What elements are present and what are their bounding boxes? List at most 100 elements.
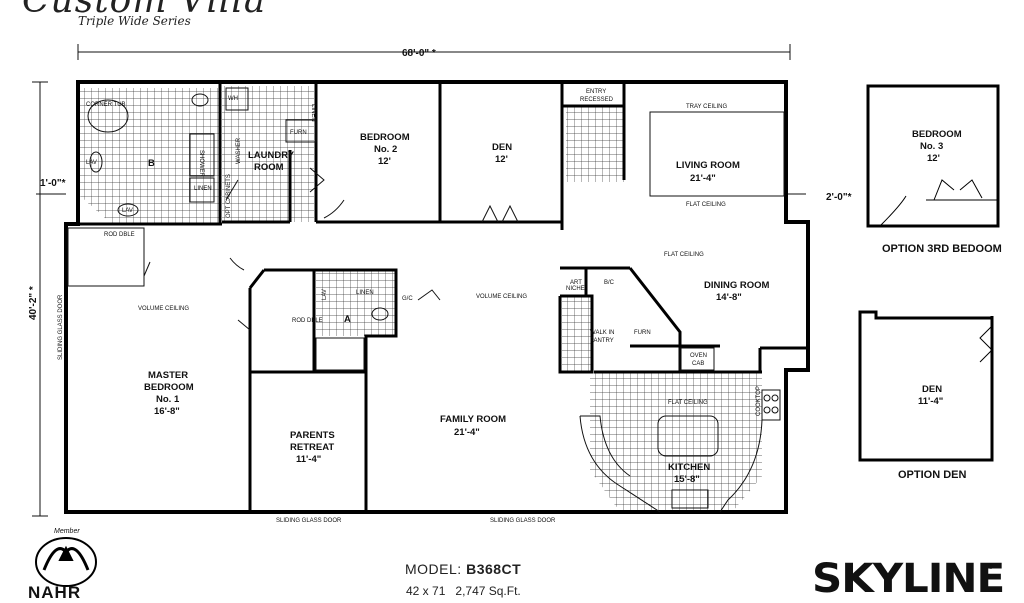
entry-recessed-label: RECESSED bbox=[580, 97, 614, 103]
cooktop-label: COOKTOP bbox=[756, 386, 762, 416]
nahr-logo-text: NAHR bbox=[28, 583, 82, 602]
master-number: No. 1 bbox=[156, 394, 180, 405]
laundry-linen: LINEN bbox=[310, 104, 316, 122]
family-sliding-door: SLIDING GLASS DOOR bbox=[490, 518, 556, 524]
bc-label: B/C bbox=[604, 280, 615, 286]
tiled-floors bbox=[80, 86, 762, 512]
family-room-size: 21'-4" bbox=[454, 427, 480, 438]
bath-a-letter: A bbox=[344, 314, 351, 325]
bath-a-linen: LINEN bbox=[356, 290, 374, 296]
master-volume-ceiling: VOLUME CEILING bbox=[138, 306, 189, 312]
option-bedroom-3-number: No. 3 bbox=[920, 141, 943, 152]
art-niche-label-2: NICHE bbox=[566, 286, 585, 292]
option-bedroom-3-caption: OPTION 3RD BEDOOM bbox=[882, 243, 1002, 255]
square-footage: 2,747 Sq.Ft. bbox=[455, 584, 521, 598]
option-bedroom-3-size: 12' bbox=[927, 153, 940, 164]
retreat-name: PARENTS bbox=[290, 430, 335, 441]
option-den-caption: OPTION DEN bbox=[898, 469, 967, 481]
master-name: MASTER bbox=[148, 370, 188, 381]
corner-tub-label: CORNER TUB bbox=[86, 102, 126, 108]
left-offset-dimension: 1'-0"* bbox=[40, 178, 66, 189]
retreat-size: 11'-4" bbox=[296, 454, 321, 465]
kitchen-furn-label: FURN bbox=[634, 330, 651, 336]
dining-room-name: DINING ROOM bbox=[704, 280, 770, 291]
detail-lines bbox=[67, 87, 785, 513]
model-number: B368CT bbox=[466, 561, 522, 577]
model-label: MODEL: bbox=[405, 561, 462, 577]
kitchen-tile bbox=[590, 372, 762, 512]
bath-b-tile bbox=[80, 88, 220, 224]
bedroom-2-size: 12' bbox=[378, 156, 391, 167]
master-sliding-door: SLIDING GLASS DOOR bbox=[58, 294, 64, 360]
doors bbox=[143, 167, 519, 331]
laundry-tile bbox=[222, 86, 314, 222]
family-volume-ceiling: VOLUME CEILING bbox=[476, 294, 527, 300]
art-niche-label: ART bbox=[570, 280, 582, 286]
corner-tub bbox=[87, 99, 129, 133]
laundry-name: LAUNDRY bbox=[248, 150, 295, 161]
kitchen-flat-ceiling: FLAT CEILING bbox=[668, 400, 708, 406]
retreat-sliding-door: SLIDING GLASS DOOR bbox=[276, 518, 342, 524]
registered-mark: ® bbox=[988, 564, 994, 571]
master-size: 16'-8" bbox=[154, 406, 180, 417]
bath-b-letter: B bbox=[148, 158, 155, 169]
dining-flat-ceiling: FLAT CEILING bbox=[664, 252, 704, 258]
series-subtitle: Triple Wide Series bbox=[78, 14, 191, 28]
pantry-tile bbox=[562, 296, 592, 372]
bedroom-2-number: No. 2 bbox=[374, 144, 397, 155]
option-den-size: 11'-4" bbox=[918, 396, 943, 407]
master-name-2: BEDROOM bbox=[144, 382, 194, 393]
right-offset-dimension: 2'-0"* bbox=[826, 192, 852, 203]
overall-depth: 40'-2" * bbox=[28, 286, 39, 320]
entry-label: ENTRY bbox=[586, 89, 606, 95]
bedroom-2-name: BEDROOM bbox=[360, 132, 410, 143]
member-label: Member bbox=[54, 528, 80, 535]
dimension-lines bbox=[32, 44, 806, 517]
spec-line: 42 x 71 2,747 Sq.Ft. bbox=[406, 584, 521, 598]
laundry-name-2: ROOM bbox=[254, 162, 284, 173]
oven-cab-label: CAB bbox=[692, 361, 704, 367]
tub-a bbox=[315, 337, 365, 371]
living-flat-ceiling: FLAT CEILING bbox=[686, 202, 726, 208]
washer-dryer-label: WASHER bbox=[236, 137, 242, 164]
living-room-size: 21'-4" bbox=[690, 173, 716, 184]
gc-label: G/C bbox=[402, 296, 413, 302]
pantry-label: PANTRY bbox=[590, 338, 614, 344]
opt-cabinets-label: OPT CABINETS bbox=[226, 174, 232, 218]
den-name: DEN bbox=[492, 142, 512, 153]
option-bedroom-3-plan bbox=[866, 84, 1000, 228]
bath-b-lav-1: LAV bbox=[86, 160, 97, 166]
dining-room-size: 14'-8" bbox=[716, 292, 742, 303]
series-title: Custom Villa bbox=[22, 0, 267, 21]
model-line: MODEL: B368CT bbox=[405, 561, 521, 577]
bath-a-closet-rod: ROD DBLE bbox=[292, 318, 323, 324]
shower-label: SHOWER bbox=[198, 150, 204, 178]
skyline-logo: SKYLINE bbox=[812, 556, 1005, 602]
bath-a-tile bbox=[316, 270, 396, 336]
living-room-name: LIVING ROOM bbox=[676, 160, 740, 171]
entry-tile bbox=[566, 106, 624, 182]
tray-ceiling-label: TRAY CEILING bbox=[686, 104, 727, 110]
walk-in-label: WALK IN bbox=[590, 330, 614, 336]
bath-b-linen: LINEN bbox=[194, 186, 212, 192]
master-closet-rod: ROD DBLE bbox=[104, 232, 135, 238]
option-den-plan bbox=[858, 310, 994, 462]
option-bedroom-3-name: BEDROOM bbox=[912, 129, 962, 140]
overall-width: 68'-0" * bbox=[402, 48, 436, 59]
home-size: 42 x 71 bbox=[406, 584, 446, 598]
nahr-emblem bbox=[35, 537, 97, 587]
den-size: 12' bbox=[495, 154, 508, 165]
retreat-name-2: RETREAT bbox=[290, 442, 334, 453]
oven-label: OVEN bbox=[690, 353, 707, 359]
family-room-name: FAMILY ROOM bbox=[440, 414, 506, 425]
bath-b-lav-2: LAV bbox=[122, 208, 133, 214]
interior-walls bbox=[78, 84, 806, 512]
water-heater-label: WH bbox=[228, 96, 238, 102]
option-den-name: DEN bbox=[922, 384, 942, 395]
kitchen-name: KITCHEN bbox=[668, 462, 710, 473]
kitchen-size: 15'-8" bbox=[674, 474, 700, 485]
furnace-label: FURN bbox=[290, 130, 307, 136]
bath-a-lav: LAV bbox=[322, 289, 328, 300]
